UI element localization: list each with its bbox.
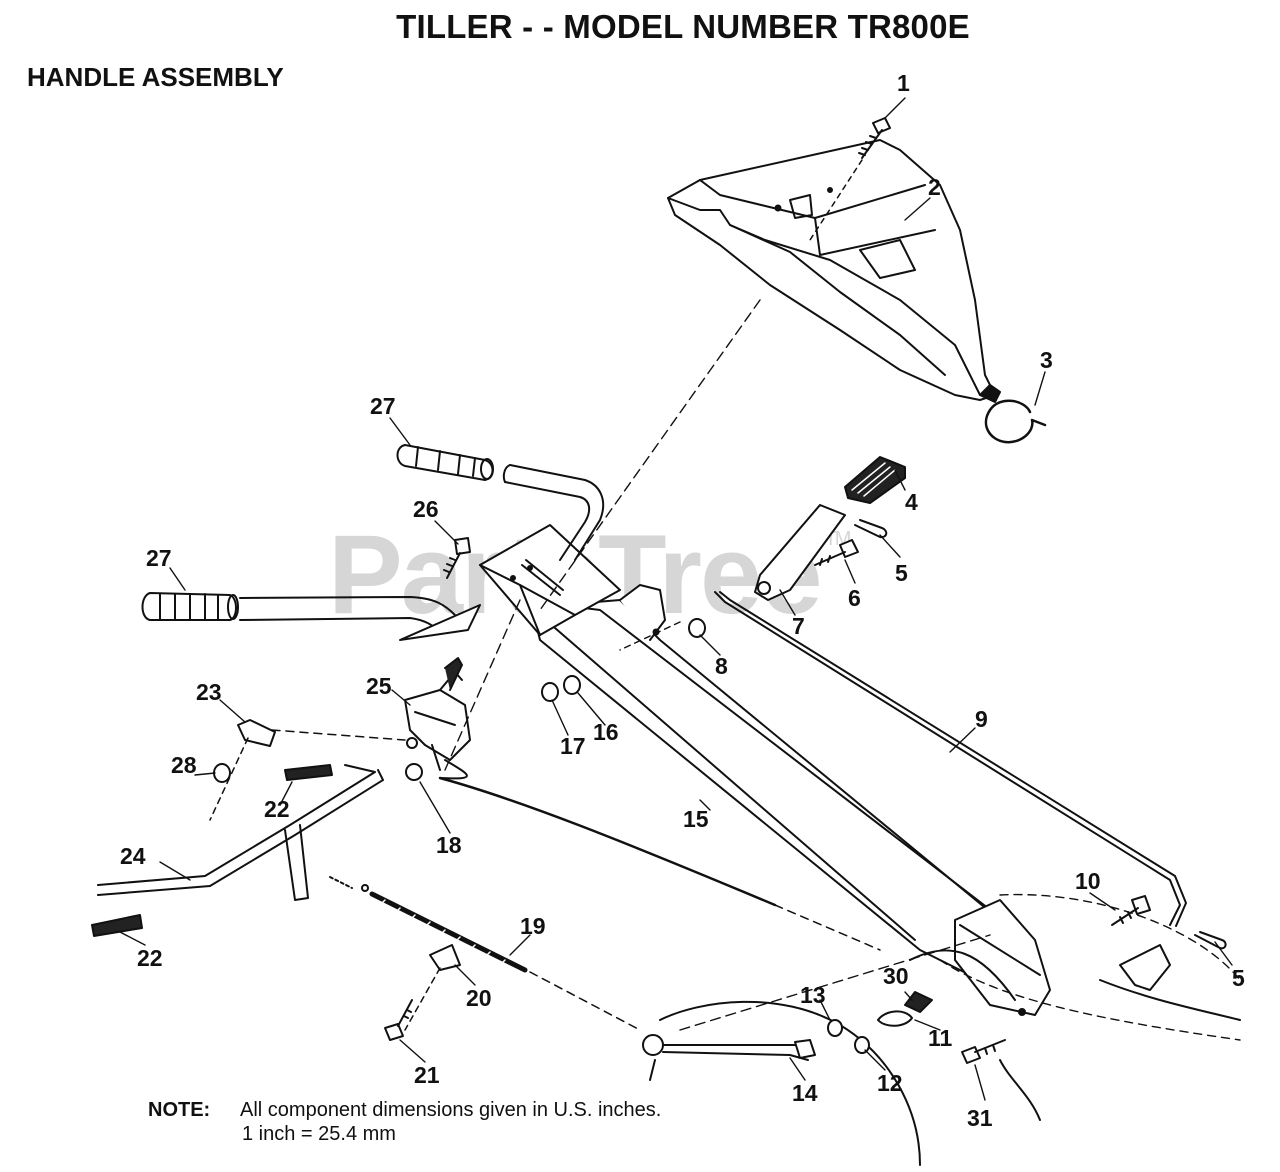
part-8-spacer [688, 618, 706, 638]
part-label-25: 25 [366, 673, 392, 699]
part-2-console-panel [667, 139, 1001, 403]
part-label-28: 28 [171, 752, 197, 778]
part-label-1: 1 [897, 70, 910, 96]
note-label: NOTE: [148, 1099, 211, 1121]
part-label-24: 24 [120, 843, 146, 869]
note-line-1: All component dimensions given in U.S. i… [240, 1099, 662, 1121]
handlebar-upper [502, 464, 605, 561]
part-17-nut [541, 682, 559, 702]
part-5-hairpin-lower [1194, 931, 1227, 950]
part-6-bolt [814, 539, 859, 566]
part-label-26: 26 [413, 496, 439, 522]
part-12-nut [854, 1036, 870, 1054]
part-21-bolt [384, 999, 413, 1041]
part-label-19: 19 [520, 913, 546, 939]
part-31-bolt [961, 1039, 1006, 1064]
part-label-15: 15 [683, 806, 709, 832]
part-18-nut [405, 763, 423, 781]
part-26-bolt [443, 537, 471, 579]
part-label-16: 16 [593, 719, 619, 745]
part-label-4: 4 [905, 489, 918, 515]
part-14-shift-lever [642, 1034, 816, 1061]
dimension-note: NOTE: All component dimensions given in U… [148, 1098, 662, 1145]
part-label-30: 30 [883, 963, 909, 989]
part-9-shift-rod [714, 591, 1187, 927]
part-10-bolt [1111, 895, 1151, 926]
rod-clevis [1119, 944, 1171, 991]
part-24-link-rod [97, 764, 384, 901]
part-3-ring-clip [984, 399, 1047, 444]
part-20-cable-clamp [429, 944, 461, 971]
part-label-13: 13 [800, 982, 826, 1008]
part-label-27-lower: 27 [146, 545, 172, 571]
part-label-22-upper: 22 [264, 796, 290, 822]
part-19-cable-spring [329, 876, 641, 1031]
section-title: HANDLE ASSEMBLY [27, 62, 284, 92]
part-11-cam [877, 1010, 913, 1027]
part-13-washer [827, 1019, 843, 1037]
part-30-wing-nut [904, 991, 933, 1013]
part-27-grip-lower [141, 592, 239, 621]
note-line-2: 1 inch = 25.4 mm [242, 1123, 396, 1145]
part-23-clip [237, 719, 276, 747]
part-22-spring-upper [284, 764, 333, 781]
part-1-screw [809, 117, 891, 241]
part-label-9: 9 [975, 706, 988, 732]
part-label-2: 2 [928, 174, 941, 200]
page-title: TILLER - - MODEL NUMBER TR800E [396, 8, 970, 45]
part-7-lever [754, 504, 846, 601]
part-5-hairpin [854, 519, 888, 539]
part-label-5-upper: 5 [895, 560, 908, 586]
part-label-20: 20 [466, 985, 492, 1011]
part-label-22-lower: 22 [137, 945, 163, 971]
part-label-8: 8 [715, 653, 728, 679]
part-4-lever-grip [844, 456, 906, 504]
part-label-10: 10 [1075, 868, 1101, 894]
leader-lines [119, 97, 1233, 1101]
part-label-27-upper: 27 [370, 393, 396, 419]
part-28-nut [213, 763, 231, 783]
part-16-washer [563, 675, 581, 695]
part-label-6: 6 [848, 585, 861, 611]
part-label-18: 18 [436, 832, 462, 858]
part-15-handle-tube [534, 584, 1021, 986]
part-22-spring-lower [91, 914, 143, 937]
throttle-cable [438, 759, 881, 951]
part-label-31: 31 [967, 1105, 993, 1131]
part-label-12: 12 [877, 1070, 903, 1096]
part-label-23: 23 [196, 679, 222, 705]
part-27-grip-upper [396, 444, 494, 481]
part-25-control-bracket [404, 657, 471, 771]
handle-top-bracket [479, 524, 621, 636]
handlebar-lower [239, 596, 481, 641]
part-label-5-lower: 5 [1232, 965, 1245, 991]
part-label-21: 21 [414, 1062, 440, 1088]
part-label-14: 14 [792, 1080, 818, 1106]
part-label-3: 3 [1040, 347, 1053, 373]
part-label-17: 17 [560, 733, 586, 759]
part-label-7: 7 [792, 613, 805, 639]
part-label-11: 11 [928, 1025, 953, 1051]
